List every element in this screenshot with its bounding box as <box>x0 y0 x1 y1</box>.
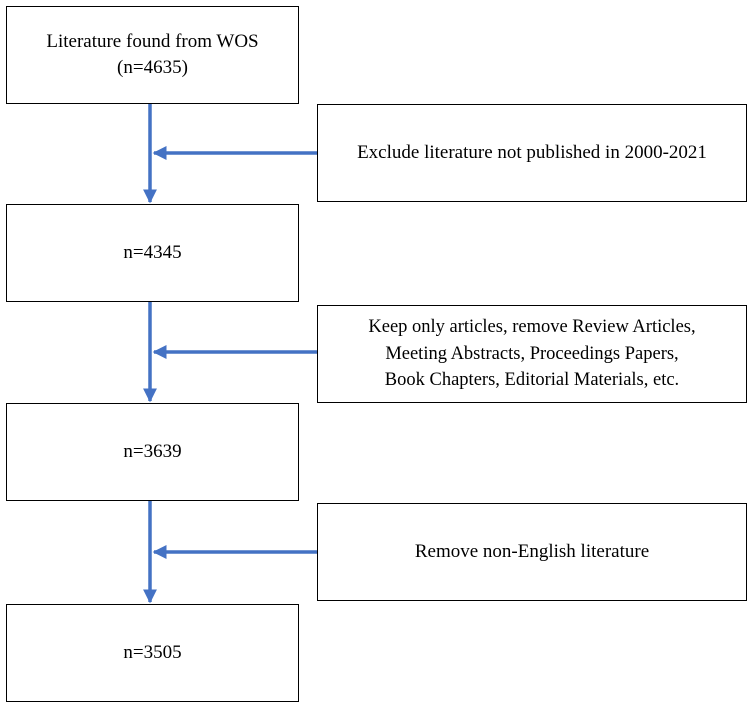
exclusion-year-box: Exclude literature not published in 2000… <box>317 104 747 202</box>
box-text-line: Meeting Abstracts, Proceedings Papers, <box>385 343 679 364</box>
box-text-line: (n=4635) <box>117 57 188 78</box>
box-text-line: n=3505 <box>123 642 182 664</box>
exclusion-document-type-box: Keep only articles, remove Review Articl… <box>317 305 747 403</box>
records-after-type-filter-box: n=3639 <box>6 403 299 501</box>
box-text-line: n=4345 <box>123 242 182 264</box>
box-text-line: n=3639 <box>123 441 182 463</box>
box-text-line: Book Chapters, Editorial Materials, etc. <box>384 370 680 391</box>
box-text-line: Exclude literature not published in 2000… <box>357 142 707 164</box>
box-text-line: Literature found from WOS <box>46 31 259 53</box>
box-text-line: Keep only articles, remove Review Articl… <box>368 316 696 337</box>
box-text-line: Remove non-English literature <box>414 541 650 563</box>
exclusion-language-box: Remove non-English literature <box>317 503 747 601</box>
records-final-box: n=3505 <box>6 604 299 702</box>
records-identified-box: Literature found from WOS (n=4635) <box>6 6 299 104</box>
records-after-year-filter-box: n=4345 <box>6 204 299 302</box>
